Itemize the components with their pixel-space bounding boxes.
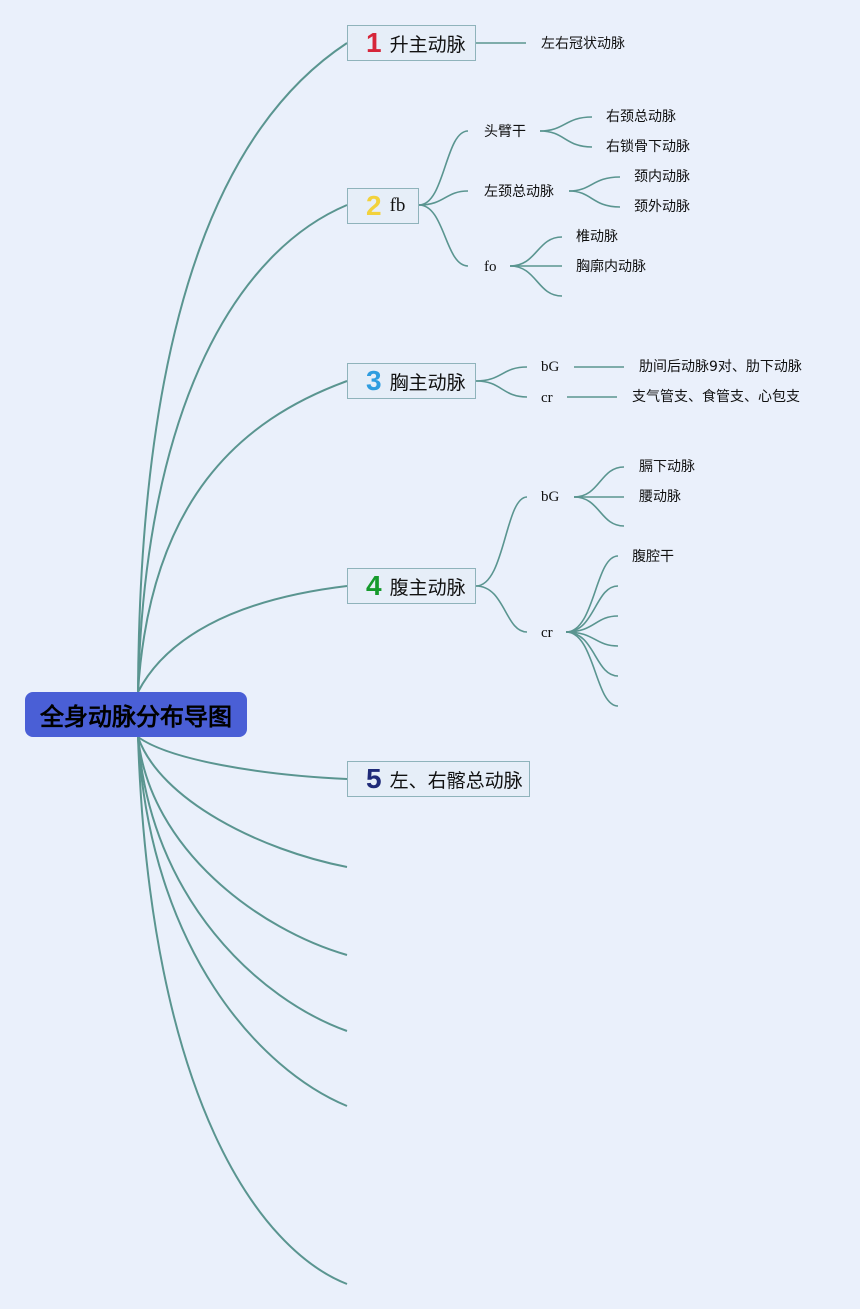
root-line-8 [137, 736, 348, 1032]
root-line-2 [137, 204, 348, 693]
number-3-icon: 3 [366, 365, 382, 396]
number-4-icon: 4 [366, 570, 382, 601]
root-line-3 [137, 380, 348, 693]
root-line-6 [137, 736, 348, 868]
node-external-carotid[interactable]: 颈外动脉 [634, 199, 690, 215]
root-line-1 [137, 42, 348, 693]
number-5-icon: 5 [366, 763, 382, 794]
node-visceral-branches[interactable]: 支气管支、食管支、心包支 [632, 389, 800, 405]
node-thoracic-bg[interactable]: bG [541, 359, 560, 375]
number-1-icon: 1 [366, 27, 382, 58]
sub-branch-lines [418, 42, 625, 707]
root-line-7 [137, 736, 348, 956]
root-line-10 [137, 736, 348, 1285]
branch-node-4[interactable]: 4 腹主动脉 [347, 568, 476, 604]
node-abdominal-cr[interactable]: cr [541, 625, 553, 641]
branch-label-2: fb [389, 195, 406, 216]
node-brachiocephalic[interactable]: 头臂干 [484, 124, 526, 140]
node-vertebral[interactable]: 椎动脉 [576, 229, 618, 245]
node-internal-carotid[interactable]: 颈内动脉 [634, 169, 690, 185]
node-thoracic-cr[interactable]: cr [541, 390, 553, 406]
number-2-icon: 2 [366, 190, 382, 221]
branch-label-3: 胸主动脉 [389, 371, 466, 394]
node-inferior-phrenic[interactable]: 膈下动脉 [639, 459, 695, 475]
branch-node-2[interactable]: 2 fb [347, 188, 419, 224]
root-line-9 [137, 736, 348, 1107]
branch-label-5: 左、右髂总动脉 [389, 769, 523, 792]
branch-node-5[interactable]: 5 左、右髂总动脉 [347, 761, 530, 797]
root-line-4 [137, 585, 348, 693]
node-fo[interactable]: fo [484, 259, 497, 275]
node-celiac-trunk[interactable]: 腹腔干 [632, 549, 674, 565]
node-internal-thoracic[interactable]: 胸廓内动脉 [576, 259, 646, 275]
node-right-subclavian[interactable]: 右锁骨下动脉 [606, 139, 690, 155]
root-node[interactable]: 全身动脉分布导图 [25, 692, 247, 737]
root-line-5 [137, 736, 348, 780]
branch-label-1: 升主动脉 [389, 33, 466, 56]
node-right-common-carotid[interactable]: 右颈总动脉 [606, 109, 676, 125]
node-abdominal-bg[interactable]: bG [541, 489, 560, 505]
node-left-right-coronary[interactable]: 左右冠状动脉 [541, 36, 625, 52]
branch-node-3[interactable]: 3 胸主动脉 [347, 363, 476, 399]
root-branch-lines [137, 42, 348, 1285]
branch-label-4: 腹主动脉 [389, 576, 466, 599]
node-left-common-carotid[interactable]: 左颈总动脉 [484, 184, 554, 200]
node-lumbar[interactable]: 腰动脉 [639, 489, 681, 505]
branch-node-1[interactable]: 1 升主动脉 [347, 25, 476, 61]
node-posterior-intercostal[interactable]: 肋间后动脉9对、肋下动脉 [639, 359, 802, 375]
